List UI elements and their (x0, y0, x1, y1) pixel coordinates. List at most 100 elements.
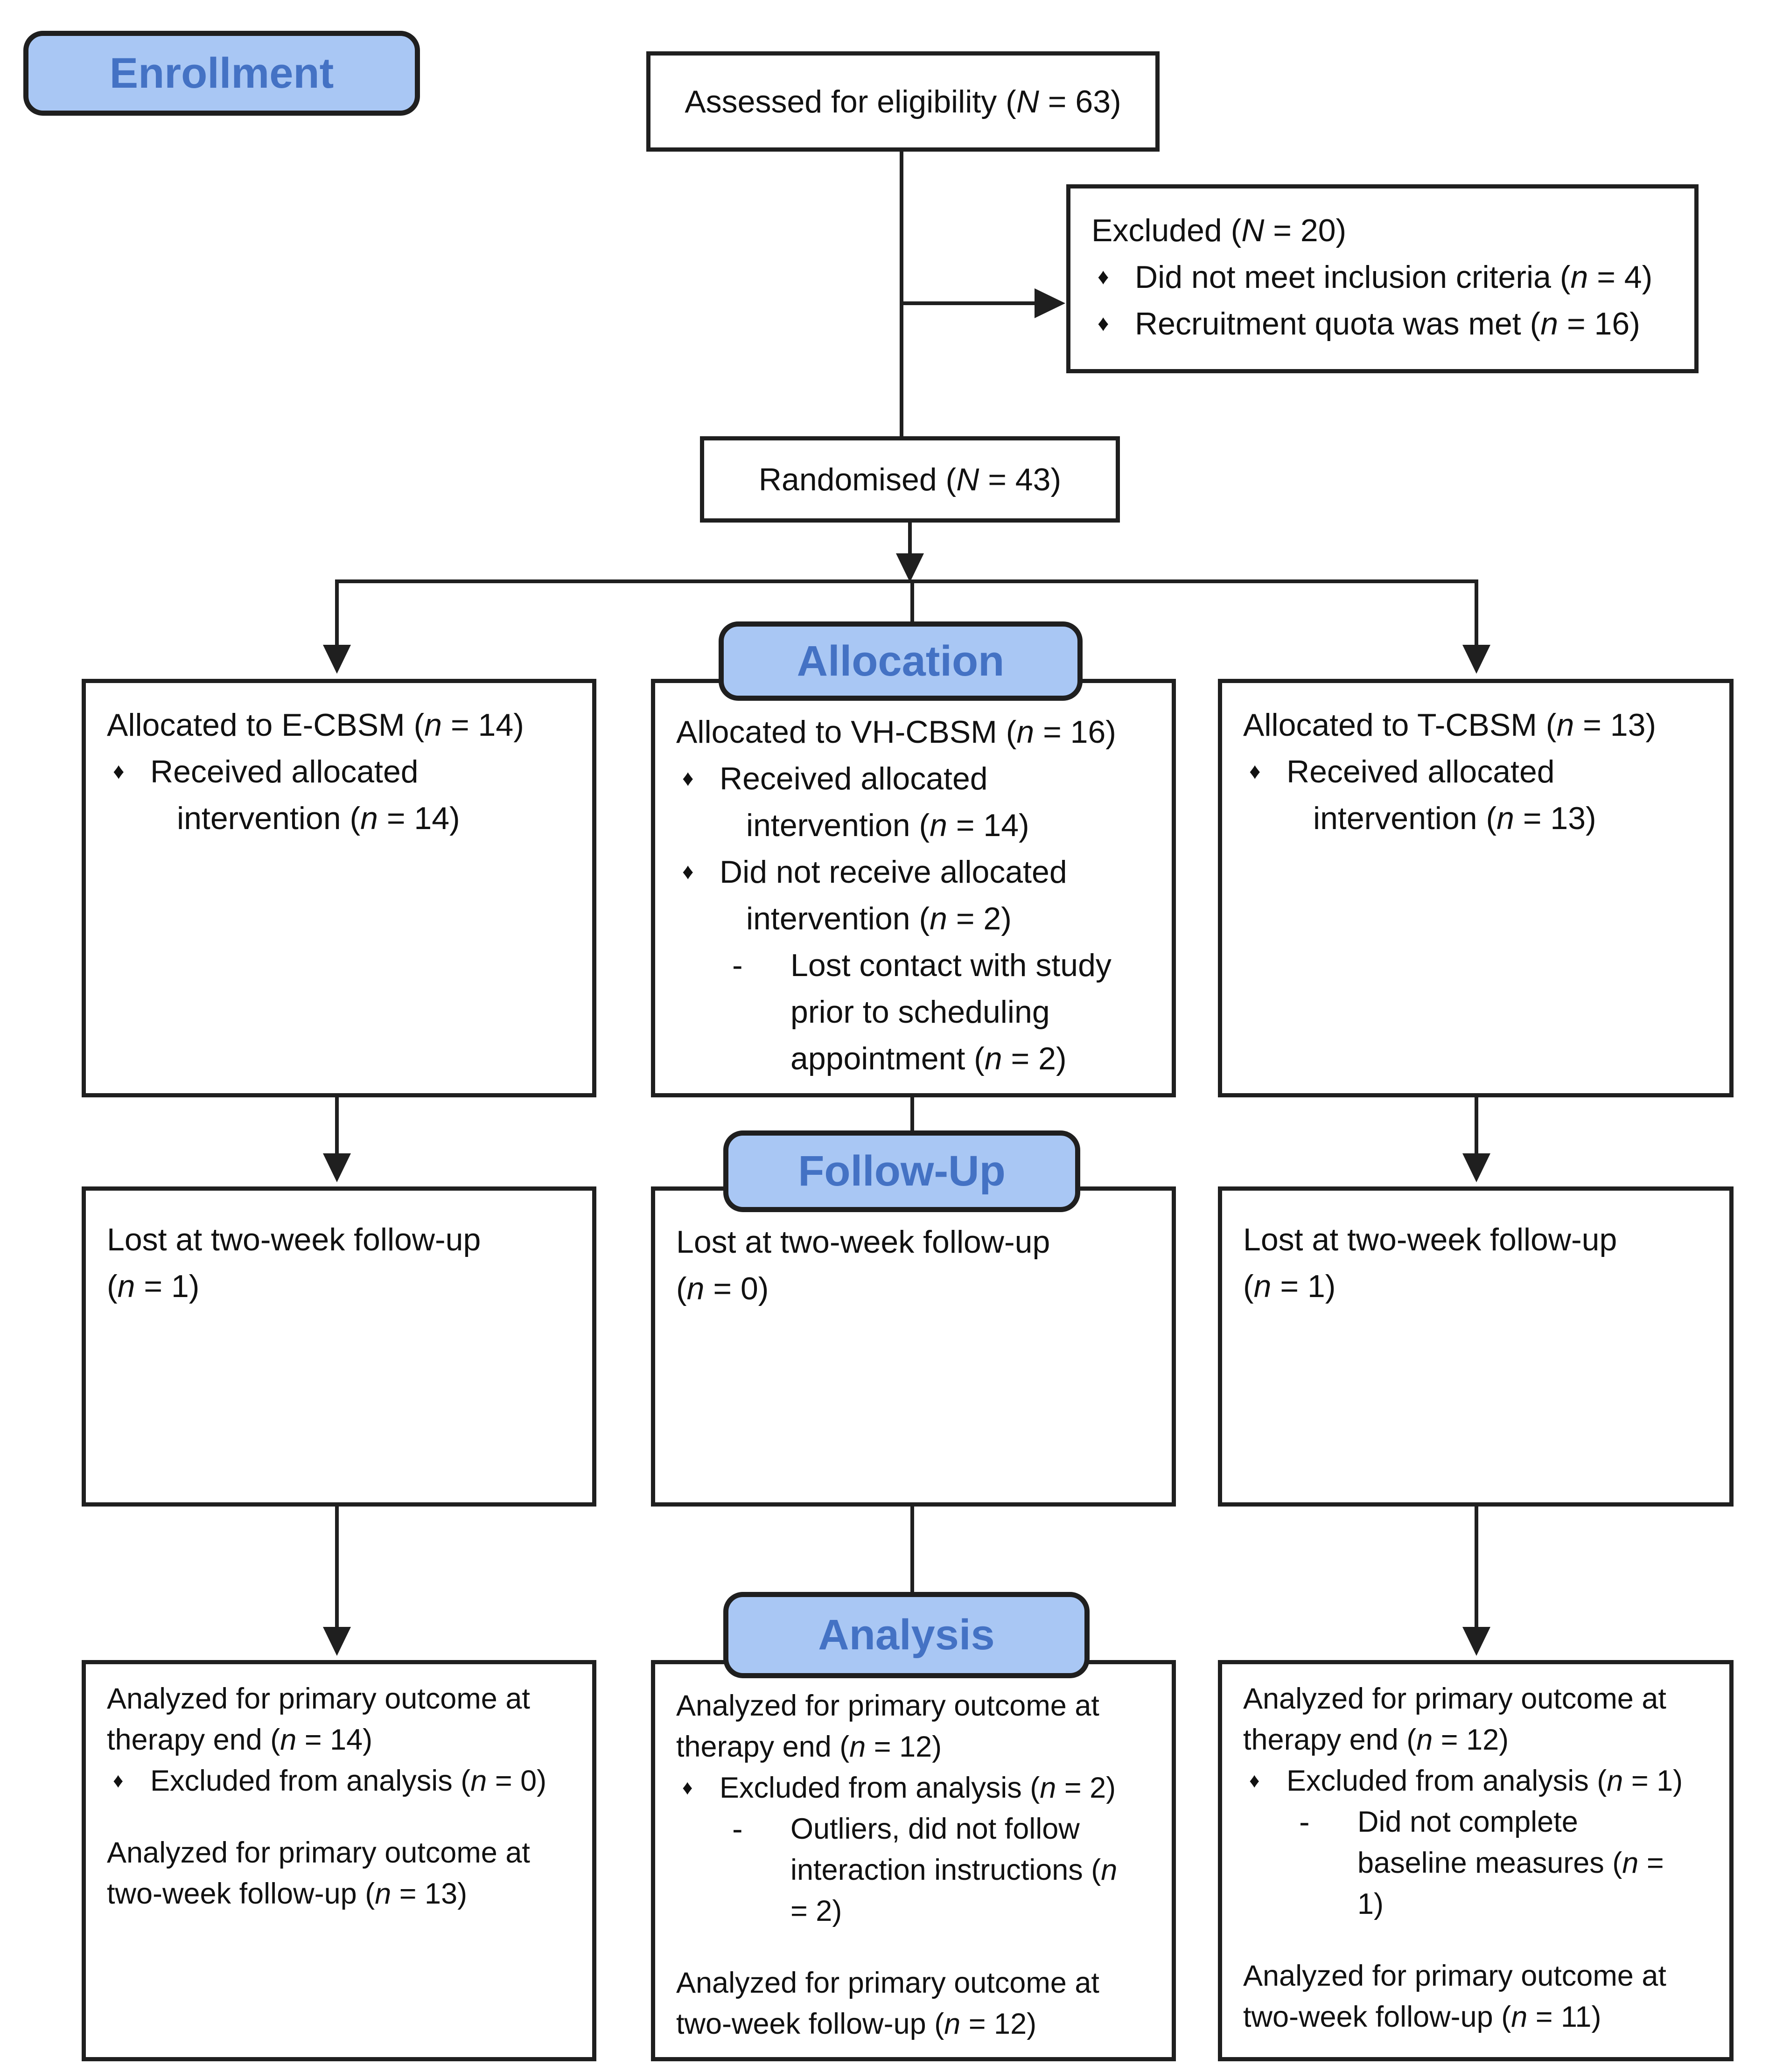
text-line-content: 1) (1357, 1888, 1384, 1920)
diamond-bullet-icon: ♦ (113, 759, 125, 784)
text-line: Analyzed for primary outcome at (86, 1832, 580, 1873)
text-line-content: Lost at two-week follow-up (1243, 1222, 1617, 1257)
text-line-content: appointment (n = 2) (790, 1041, 1067, 1076)
text-line: ♦Excluded from analysis (n = 0) (86, 1760, 580, 1801)
text-line-content: Analyzed for primary outcome at (1243, 1960, 1666, 1992)
diamond-bullet-icon: ♦ (682, 859, 694, 884)
box-assessed-eligibility: Assessed for eligibility (N = 63) (646, 51, 1160, 152)
arrowhead-alloc-left (323, 645, 351, 674)
text-line-content: Allocated to E-CBSM (n = 14) (107, 707, 524, 743)
text-line: - Lost contact with study (655, 942, 1160, 989)
blank-line (86, 1801, 580, 1832)
text-line-content: Excluded from analysis (n = 1) (1287, 1765, 1683, 1797)
box-followup-vh-cbsm: Lost at two-week follow-up (n = 0) (651, 1186, 1176, 1507)
diamond-bullet-icon: ♦ (1249, 1769, 1260, 1792)
text-line: (n = 0) (655, 1265, 1160, 1312)
text-line: 1) (1222, 1884, 1718, 1925)
box-allocated-t-cbsm: Allocated to T-CBSM (n = 13)♦Received al… (1218, 679, 1734, 1097)
phase-label-analysis: Analysis (723, 1592, 1090, 1678)
diamond-bullet-icon: ♦ (682, 766, 694, 791)
dash-bullet-icon: - (732, 948, 743, 983)
text-line: ♦ Did not meet inclusion criteria (n = 4) (1070, 254, 1683, 300)
text-line: Lost at two-week follow-up (86, 1216, 580, 1263)
text-line-content: therapy end (n = 12) (1243, 1723, 1509, 1756)
text-line: intervention (n = 2) (655, 895, 1160, 942)
text-line-content: (n = 1) (107, 1269, 200, 1304)
text-line-content: Outliers, did not follow (790, 1813, 1080, 1845)
text-line-content: Analyzed for primary outcome at (676, 1967, 1099, 1999)
text-line-content: intervention (n = 14) (746, 808, 1029, 843)
text-line: ♦Received allocated (86, 748, 580, 795)
text-line-content: Analyzed for primary outcome at (107, 1682, 530, 1715)
text-line: ♦Recruitment quota was met (n = 16) (1070, 300, 1683, 347)
text-line-content: Excluded from analysis (n = 0) (150, 1765, 547, 1797)
text-line: Assessed for eligibility (N = 63) (685, 78, 1121, 125)
text-line-content: Allocated to T-CBSM (n = 13) (1243, 707, 1657, 743)
arrowhead-analysis-left (323, 1627, 351, 1656)
text-line-content: intervention (n = 14) (177, 801, 460, 836)
text-line: therapy end (n = 12) (1222, 1719, 1718, 1760)
phase-label-followup: Follow-Up (723, 1130, 1080, 1212)
connector-fu-to-analysis-right (1475, 1507, 1478, 1628)
text-line: two-week follow-up (n = 11) (1222, 1996, 1718, 2037)
text-line: two-week follow-up (n = 12) (655, 2003, 1160, 2044)
text-line-content: Did not receive allocated (720, 854, 1067, 890)
text-line-content: Lost at two-week follow-up (676, 1224, 1050, 1260)
connector-alloc-to-fu-left (335, 1097, 339, 1154)
text-line-content: interaction instructions (n (790, 1854, 1118, 1886)
blank-line (1222, 1925, 1718, 1955)
connector-alloc-to-fu-right (1475, 1097, 1478, 1154)
text-line-content: Randomised (N = 43) (758, 461, 1062, 497)
text-line-content: Did not complete (1357, 1806, 1578, 1838)
text-line: ♦ Excluded from analysis (n = 2) (655, 1767, 1160, 1808)
text-line: Allocated to VH-CBSM (n = 16) (655, 709, 1160, 755)
text-line-content: Received allocated (720, 761, 988, 796)
text-line-content: prior to scheduling (790, 994, 1050, 1030)
connector-junction-to-alloc-left (335, 579, 339, 646)
text-line: Analyzed for primary outcome at (86, 1678, 580, 1719)
text-line: = 2) (655, 1891, 1160, 1932)
text-line-content: two-week follow-up (n = 11) (1243, 2001, 1601, 2033)
connector-fu-to-analysis-mid (910, 1507, 914, 1598)
diamond-bullet-icon: ♦ (1098, 265, 1109, 289)
text-line: intervention (n = 13) (1222, 795, 1718, 842)
box-allocated-vh-cbsm: Allocated to VH-CBSM (n = 16) ♦ Received a… (651, 679, 1176, 1097)
arrowhead-fu-right (1462, 1153, 1490, 1182)
arrowhead-analysis-right (1462, 1627, 1490, 1656)
arrowhead-fu-left (323, 1153, 351, 1182)
phase-label-enrollment: Enrollment (23, 31, 420, 116)
phase-label-allocation: Allocation (719, 621, 1083, 701)
text-line-content: Did not meet inclusion criteria (n = 4) (1135, 259, 1653, 295)
text-line-content: Excluded (N = 20) (1091, 213, 1347, 248)
text-line-content: two-week follow-up (n = 12) (676, 2008, 1037, 2040)
dash-bullet-icon: - (1299, 1804, 1310, 1840)
text-line-content: Lost at two-week follow-up (107, 1222, 481, 1257)
text-line: Allocated to T-CBSM (n = 13) (1222, 702, 1718, 748)
diamond-bullet-icon: ♦ (682, 1776, 693, 1799)
text-line: ♦ Did not receive allocated (655, 849, 1160, 895)
text-line: Analyzed for primary outcome at (1222, 1678, 1718, 1719)
connector-fu-to-analysis-left (335, 1507, 339, 1628)
text-line-content: Analyzed for primary outcome at (676, 1689, 1099, 1722)
text-line-content: Recruitment quota was met (n = 16) (1135, 306, 1640, 342)
box-analysis-t-cbsm: Analyzed for primary outcome at therapy e… (1218, 1660, 1734, 2061)
box-randomised: Randomised (N = 43) (700, 436, 1120, 523)
text-line-content: (n = 0) (676, 1271, 769, 1306)
text-line: Randomised (N = 43) (759, 456, 1061, 503)
text-line: ♦ Excluded from analysis (n = 1) (1222, 1760, 1718, 1801)
diamond-bullet-icon: ♦ (1249, 759, 1261, 784)
text-line: two-week follow-up (n = 13) (86, 1873, 580, 1914)
text-line: - Did not complete (1222, 1801, 1718, 1842)
text-line-content: (n = 1) (1243, 1269, 1336, 1304)
connector-junction-horizontal (335, 579, 1478, 583)
text-line: baseline measures (n = (1222, 1842, 1718, 1884)
text-line-content: Excluded from analysis (n = 2) (720, 1772, 1116, 1804)
text-line: Lost at two-week follow-up (1222, 1216, 1718, 1263)
text-line-content: Assessed for eligibility (N = 63) (685, 84, 1121, 119)
text-line-content: Lost contact with study (790, 948, 1112, 983)
text-line: interaction instructions (n (655, 1849, 1160, 1891)
connector-assessed-to-randomised (900, 152, 903, 436)
text-line: intervention (n = 14) (655, 802, 1160, 849)
connector-randomised-to-junction (908, 523, 912, 555)
box-excluded: Excluded (N = 20) ♦ Did not meet inclusion… (1066, 184, 1699, 373)
